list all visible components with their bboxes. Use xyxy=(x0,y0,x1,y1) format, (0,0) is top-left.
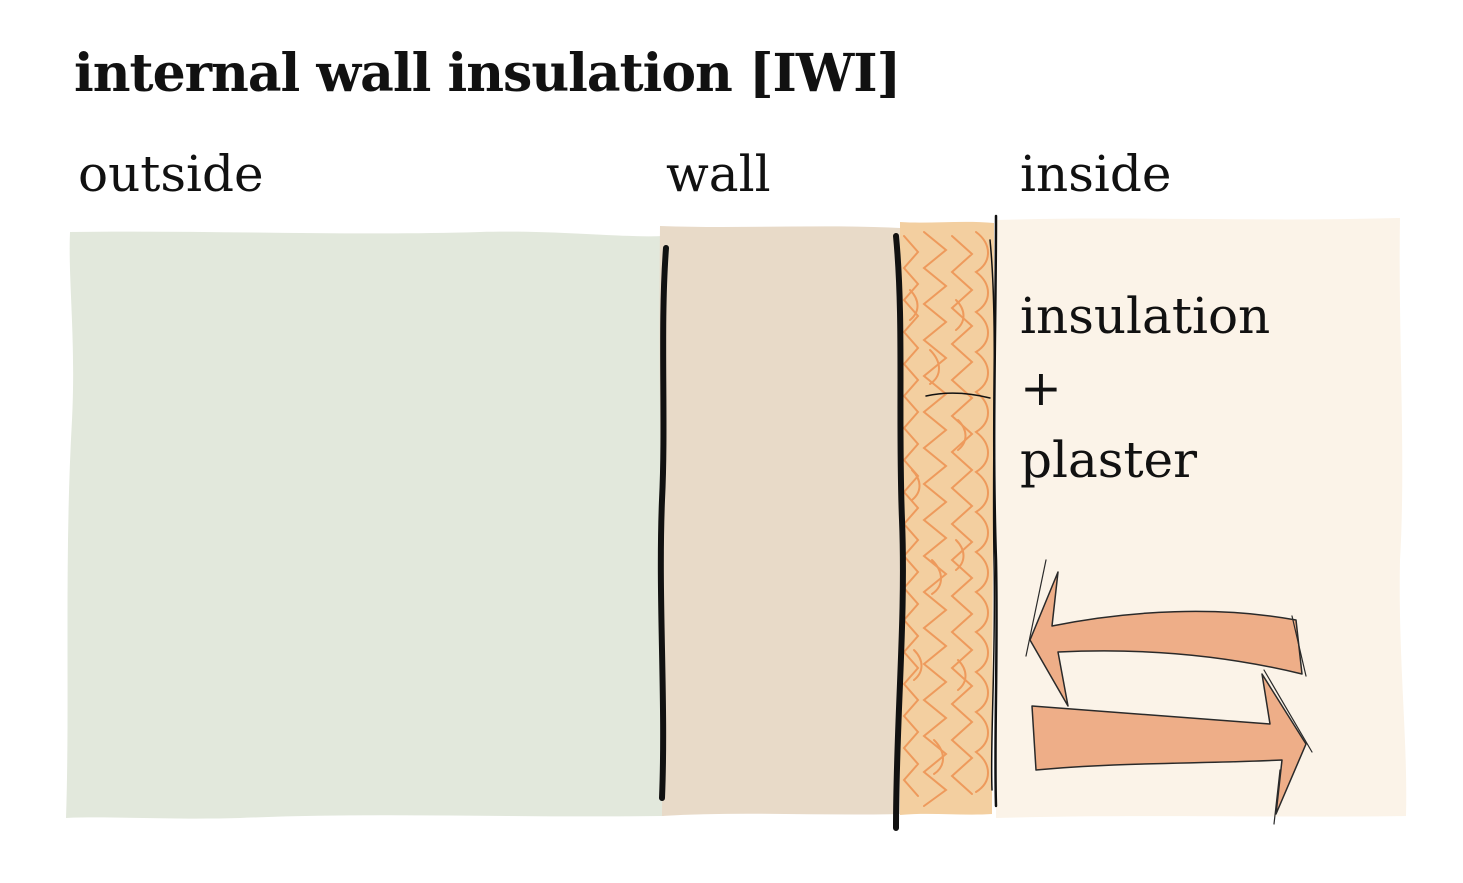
outside-zone xyxy=(66,231,664,819)
insulation-plaster-label: insulation + plaster xyxy=(1020,286,1270,502)
insulation-layer xyxy=(900,221,994,815)
insulation-pattern xyxy=(902,231,989,807)
diagram-title: internal wall insulation [IWI] xyxy=(74,43,901,104)
arrow-pointing-right xyxy=(1031,673,1307,815)
plaster-line-outer xyxy=(992,214,998,808)
arrow-sketch-strokes xyxy=(1025,559,1313,825)
plaster-line-inner xyxy=(989,239,996,791)
insulation-accent-stroke xyxy=(925,392,991,399)
arrow-pointing-left xyxy=(1029,571,1303,707)
wall-outer-face-line xyxy=(657,245,669,801)
inside-label: inside xyxy=(1020,145,1172,203)
layer-label-insulation: insulation xyxy=(1020,287,1271,345)
layer-label-plaster: plaster xyxy=(1020,431,1198,489)
circular-heat-arrows-icon xyxy=(1025,559,1313,825)
wall-inner-face-line xyxy=(893,233,906,831)
layer-label-plus: + xyxy=(1020,359,1062,417)
outside-label: outside xyxy=(78,145,264,203)
wall-zone xyxy=(659,226,900,816)
wall-label: wall xyxy=(666,145,771,203)
